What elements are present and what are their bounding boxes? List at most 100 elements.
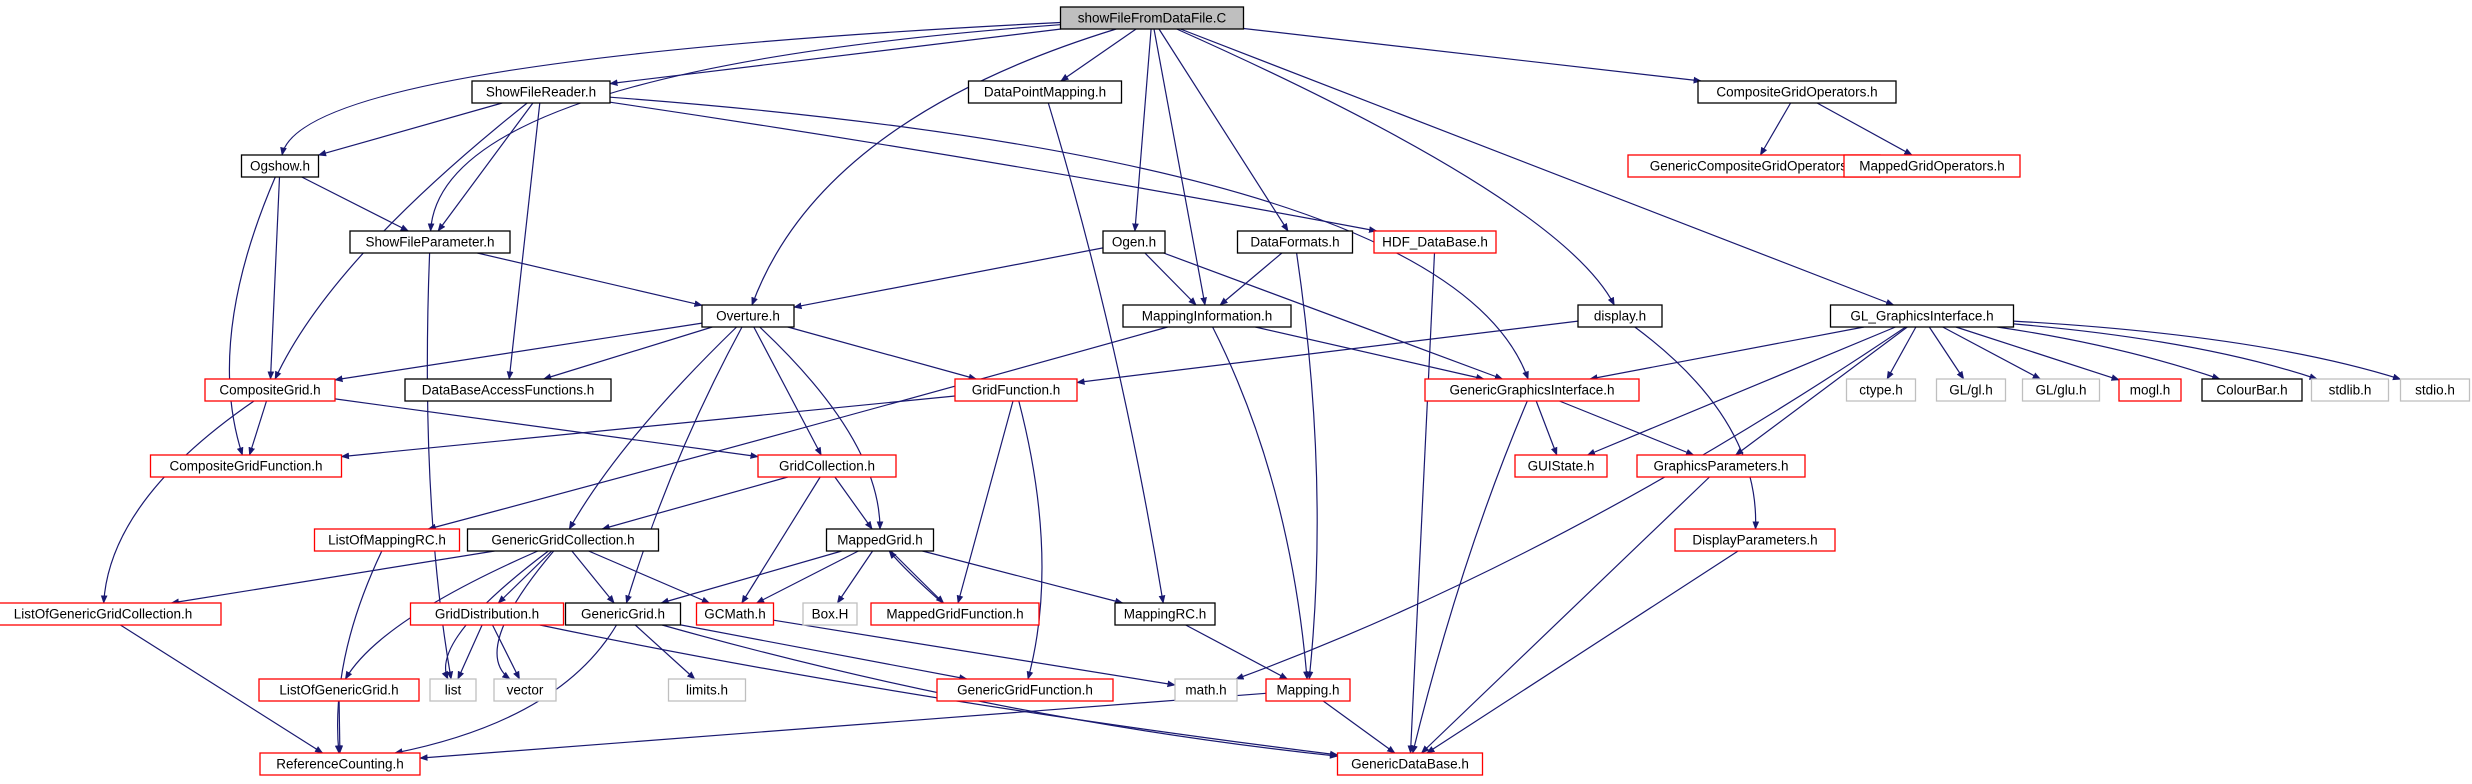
node-mogl[interactable]: mogl.h xyxy=(2118,378,2182,402)
node-box xyxy=(564,602,682,626)
edge-CompositeGrid-to-GridCollection xyxy=(334,398,759,459)
node-DataBaseAccessFunctions[interactable]: DataBaseAccessFunctions.h xyxy=(404,378,612,402)
node-label: ListOfMappingRC.h xyxy=(328,533,446,548)
node-GL_glu: GL/glu.h xyxy=(2021,378,2101,402)
node-ColourBar[interactable]: ColourBar.h xyxy=(2201,378,2303,402)
node-GenericGrid[interactable]: GenericGrid.h xyxy=(564,602,682,626)
node-limits: limits.h xyxy=(667,678,747,702)
node-GridDistribution[interactable]: GridDistribution.h xyxy=(409,602,565,626)
edge-GL_GraphicsInterface-to-GL_glu xyxy=(1942,326,2042,380)
edge-ShowFileReader-to-ShowFileParameter xyxy=(437,102,534,232)
edge-GridDistribution-to-list xyxy=(457,624,483,680)
edge-GenericGridCollection-to-list xyxy=(441,550,549,680)
node-label: MappedGrid.h xyxy=(837,533,923,548)
edge-GenericGridCollection-to-GCMath xyxy=(588,550,711,604)
node-ListOfGenericGridCollection[interactable]: ListOfGenericGridCollection.h xyxy=(0,602,222,626)
node-label: GridFunction.h xyxy=(972,383,1061,398)
node-label: CompositeGridOperators.h xyxy=(1716,85,1877,100)
edge-MappingInformation-to-ListOfMappingRC xyxy=(427,326,1168,531)
node-ReferenceCounting[interactable]: ReferenceCounting.h xyxy=(259,752,421,776)
node-root[interactable]: showFileFromDataFile.C xyxy=(1059,6,1245,30)
node-box xyxy=(204,378,336,402)
node-box xyxy=(1236,230,1354,254)
node-label: GenericDataBase.h xyxy=(1351,757,1469,772)
node-GraphicsParameters[interactable]: GraphicsParameters.h xyxy=(1636,454,1806,478)
node-DisplayParameters[interactable]: DisplayParameters.h xyxy=(1674,528,1836,552)
edge-HDF_DataBase-to-GenericDataBase xyxy=(1407,252,1436,754)
edge-DataPointMapping-to-MappingRC xyxy=(1047,102,1166,604)
node-ListOfGenericGrid[interactable]: ListOfGenericGrid.h xyxy=(258,678,420,702)
edge-GenericGridCollection-to-vector xyxy=(496,550,555,680)
node-label: ColourBar.h xyxy=(2216,383,2287,398)
edge-GridDistribution-to-vector xyxy=(491,624,521,680)
node-GL_GraphicsInterface[interactable]: GL_GraphicsInterface.h xyxy=(1829,304,2015,328)
edge-GL_GraphicsInterface-to-stdio xyxy=(2013,320,2402,381)
node-CompositeGrid[interactable]: CompositeGrid.h xyxy=(204,378,336,402)
node-label: CompositeGridFunction.h xyxy=(169,459,322,474)
node-Ogshow[interactable]: Ogshow.h xyxy=(240,154,320,178)
node-GenericCompositeGridOperators[interactable]: GenericCompositeGridOperators.h xyxy=(1627,154,1881,178)
node-Ogen[interactable]: Ogen.h xyxy=(1102,230,1166,254)
node-label: mogl.h xyxy=(2130,383,2171,398)
node-stdlib: stdlib.h xyxy=(2310,378,2390,402)
edge-CompositeGrid-to-CompositeGridFunction xyxy=(248,400,268,456)
edge-GridCollection-to-GCMath xyxy=(741,476,821,604)
edge-MappingRC-to-Mapping xyxy=(1185,624,1289,680)
node-MappedGridFunction[interactable]: MappedGridFunction.h xyxy=(870,602,1040,626)
node-label: GL/glu.h xyxy=(2035,383,2086,398)
node-CompositeGridOperators[interactable]: CompositeGridOperators.h xyxy=(1697,80,1897,104)
edge-MappedGridFunction-to-MappedGrid xyxy=(888,550,943,604)
node-label: DataFormats.h xyxy=(1250,235,1339,250)
node-box xyxy=(1122,304,1292,328)
edge-root-to-DataPointMapping xyxy=(1060,28,1137,82)
edge-ListOfMappingRC-to-ReferenceCounting xyxy=(334,550,383,754)
node-box xyxy=(1373,230,1497,254)
node-box xyxy=(240,154,320,178)
node-box xyxy=(258,678,420,702)
node-ShowFileParameter[interactable]: ShowFileParameter.h xyxy=(349,230,511,254)
node-GridCollection[interactable]: GridCollection.h xyxy=(757,454,897,478)
node-GenericGridFunction[interactable]: GenericGridFunction.h xyxy=(936,678,1114,702)
edge-ListOfGenericGridCollection-to-ReferenceCounting xyxy=(120,624,324,754)
node-box xyxy=(802,602,858,626)
node-GenericGridCollection[interactable]: GenericGridCollection.h xyxy=(466,528,660,552)
node-box xyxy=(349,230,511,254)
node-Overture[interactable]: Overture.h xyxy=(701,304,795,328)
node-ListOfMappingRC[interactable]: ListOfMappingRC.h xyxy=(313,528,461,552)
node-CompositeGridFunction[interactable]: CompositeGridFunction.h xyxy=(149,454,343,478)
node-label: Ogshow.h xyxy=(250,159,310,174)
node-DataFormats[interactable]: DataFormats.h xyxy=(1236,230,1354,254)
node-mathh: math.h xyxy=(1174,678,1238,702)
node-box xyxy=(2118,378,2182,402)
edge-GenericGraphicsInterface-to-GUIState xyxy=(1535,400,1558,456)
node-label: GenericCompositeGridOperators.h xyxy=(1650,159,1859,174)
edge-CompositeGridOperators-to-MappedGridOperators xyxy=(1816,102,1913,156)
node-DataPointMapping[interactable]: DataPointMapping.h xyxy=(967,80,1123,104)
node-ShowFileReader[interactable]: ShowFileReader.h xyxy=(471,80,611,104)
edge-Ogshow-to-CompositeGrid xyxy=(267,176,281,380)
node-GenericGraphicsInterface[interactable]: GenericGraphicsInterface.h xyxy=(1424,378,1640,402)
node-GenericDataBase[interactable]: GenericDataBase.h xyxy=(1336,752,1484,776)
node-GUIState[interactable]: GUIState.h xyxy=(1514,454,1608,478)
node-box xyxy=(1265,678,1351,702)
node-box xyxy=(1845,378,1917,402)
node-box xyxy=(2399,378,2471,402)
node-box xyxy=(667,678,747,702)
node-MappingRC[interactable]: MappingRC.h xyxy=(1114,602,1216,626)
node-HDF_DataBase[interactable]: HDF_DataBase.h xyxy=(1373,230,1497,254)
edge-GL_GraphicsInterface-to-mogl xyxy=(1955,326,2120,381)
node-GridFunction[interactable]: GridFunction.h xyxy=(954,378,1078,402)
node-MappedGrid[interactable]: MappedGrid.h xyxy=(825,528,935,552)
node-label: math.h xyxy=(1185,683,1226,698)
node-display[interactable]: display.h xyxy=(1577,304,1663,328)
node-box xyxy=(967,80,1123,104)
node-label: GridCollection.h xyxy=(779,459,875,474)
node-Mapping[interactable]: Mapping.h xyxy=(1265,678,1351,702)
node-label: DataBaseAccessFunctions.h xyxy=(422,383,595,398)
edge-root-to-display xyxy=(1176,28,1615,306)
node-label: ListOfGenericGridCollection.h xyxy=(14,607,193,622)
edge-Overture-to-DataBaseAccessFunctions xyxy=(542,326,713,380)
node-MappingInformation[interactable]: MappingInformation.h xyxy=(1122,304,1292,328)
node-GCMath[interactable]: GCMath.h xyxy=(695,602,775,626)
node-MappedGridOperators[interactable]: MappedGridOperators.h xyxy=(1843,154,2021,178)
